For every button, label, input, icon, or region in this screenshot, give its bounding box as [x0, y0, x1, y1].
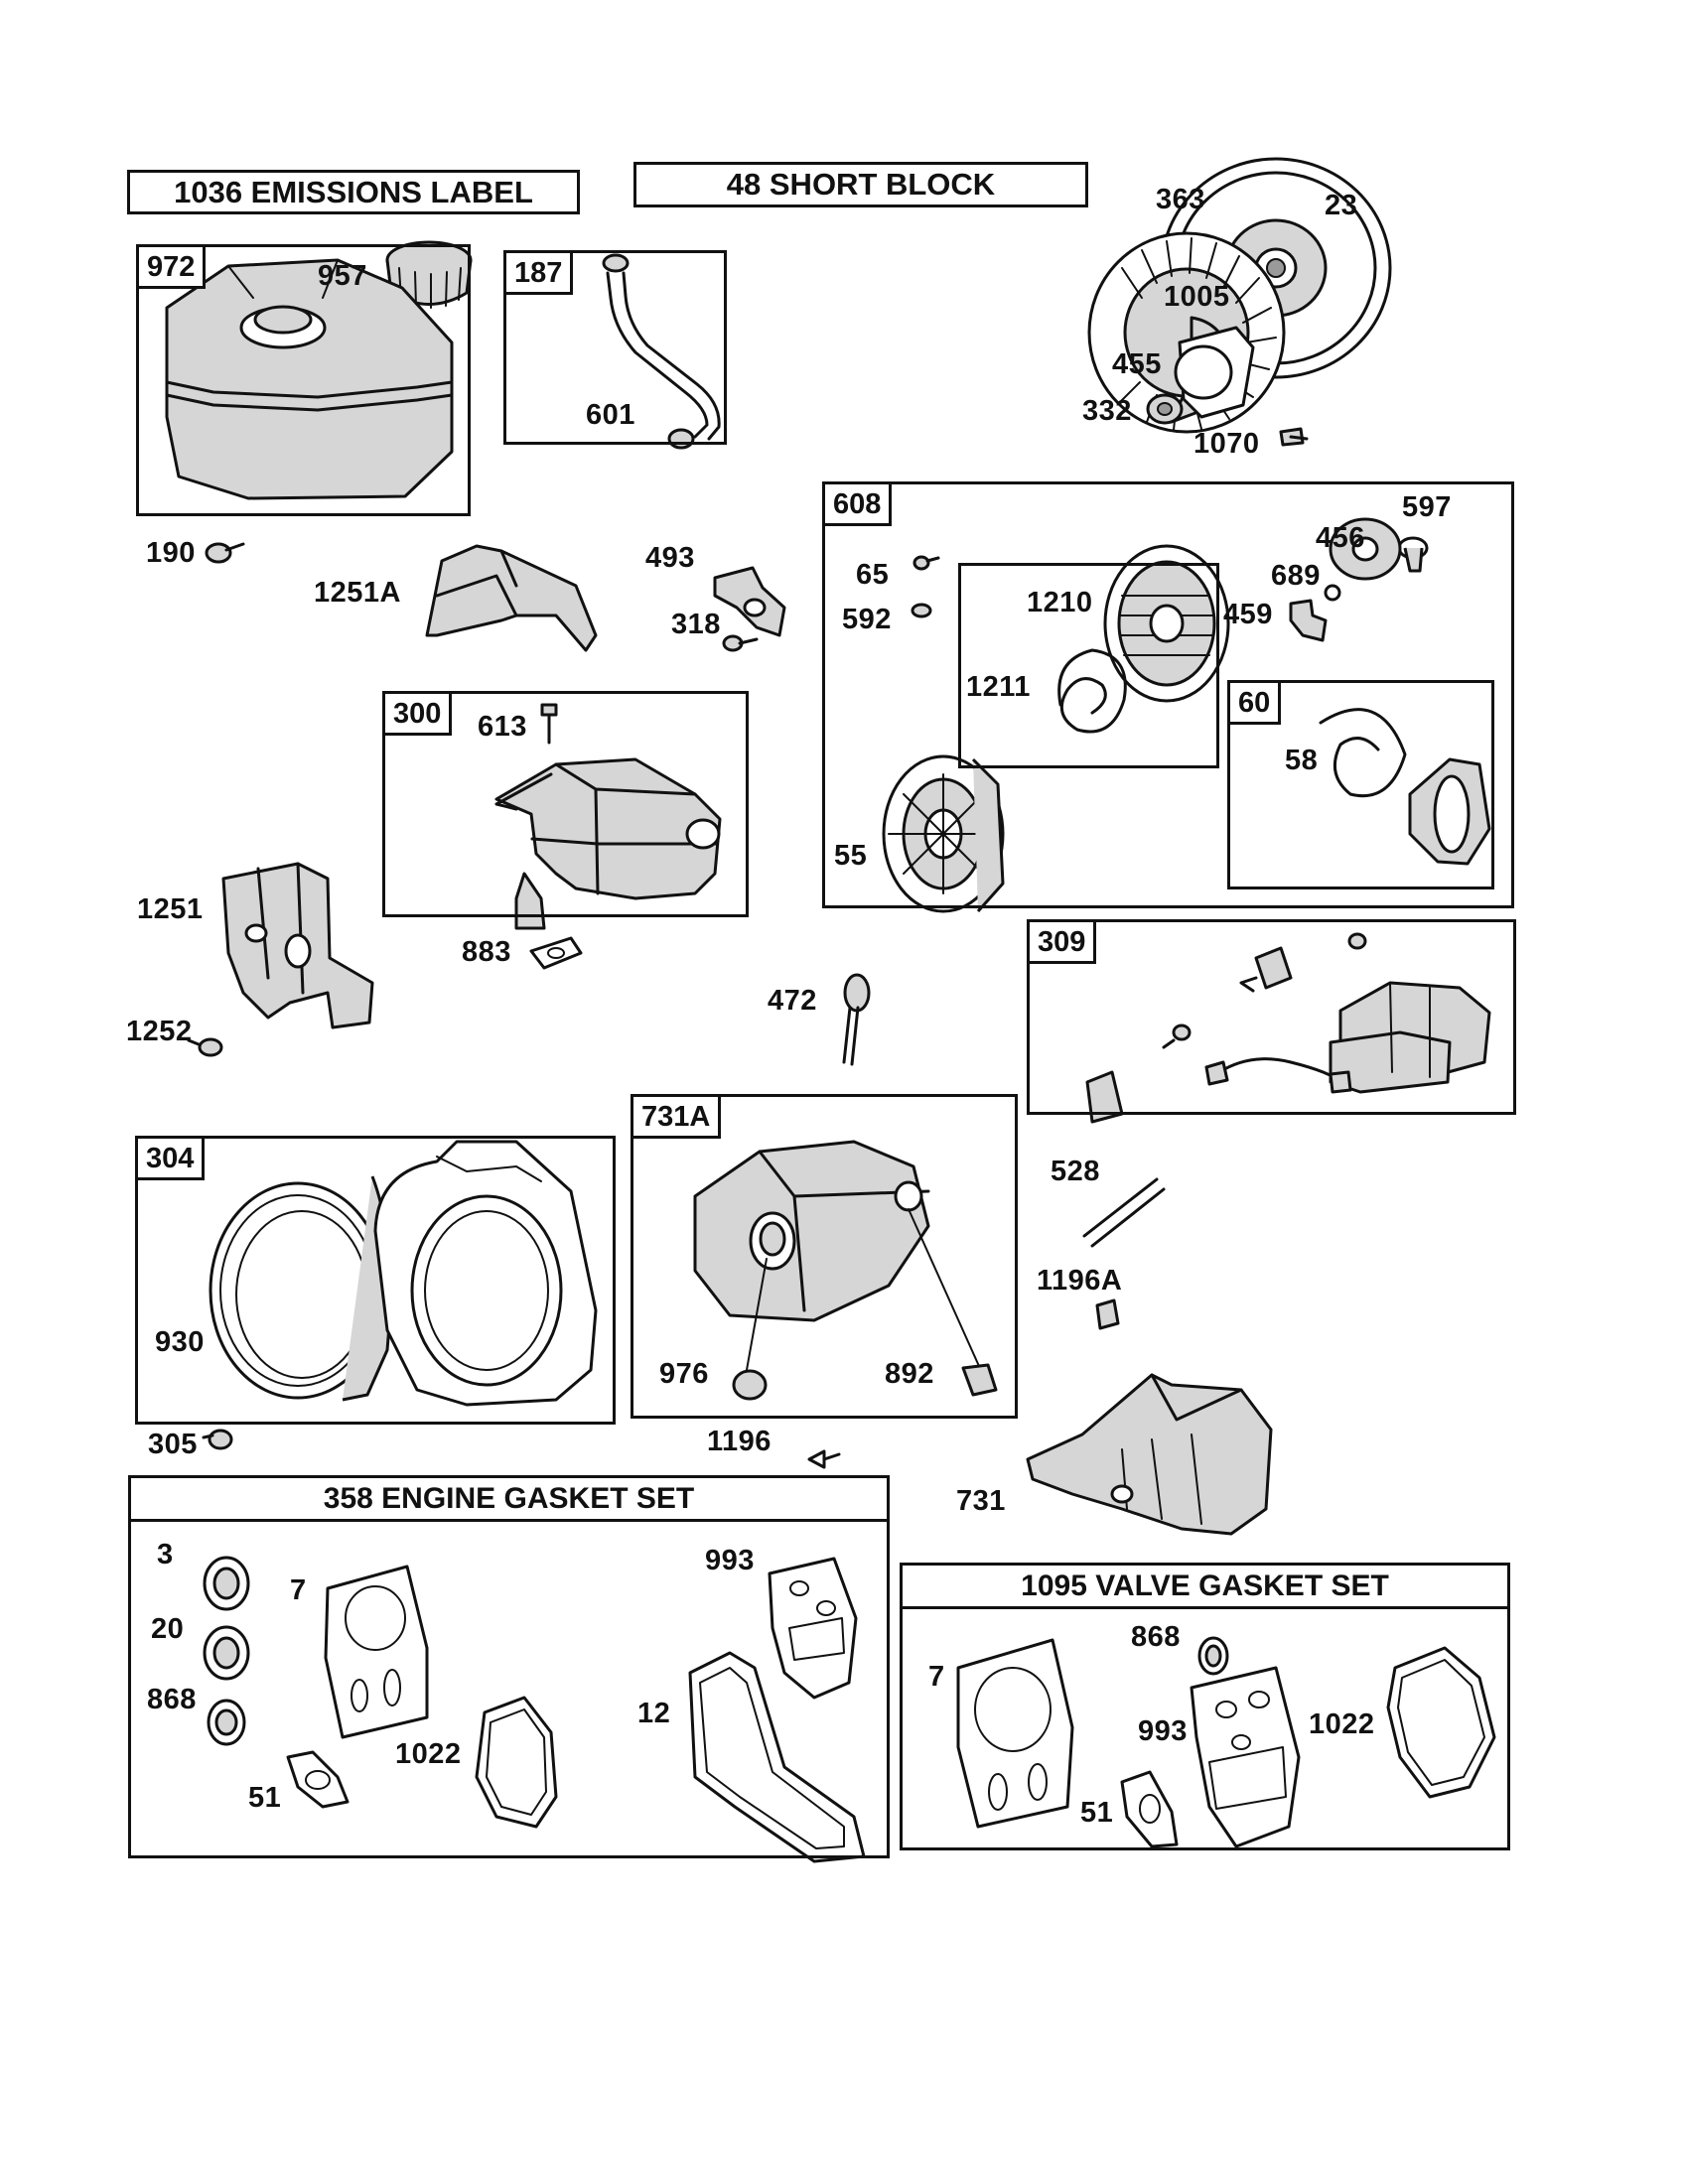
part-label-1251: 1251	[137, 893, 204, 925]
dipstick-472-illustration	[842, 973, 871, 1066]
blower-housing-illustration	[209, 1140, 598, 1407]
misc-parts-illustration	[1026, 1177, 1273, 1536]
air-cleaner-frame: 731A	[631, 1094, 1018, 1419]
part-label-731: 731	[956, 1485, 1006, 1517]
ignition-illustration	[1085, 932, 1491, 1124]
part-label-1005: 1005	[1164, 281, 1230, 313]
ignition-tag: 309	[1030, 922, 1097, 964]
emissions-label-title: 1036 EMISSIONS LABEL	[127, 170, 580, 214]
part-label-363: 363	[1156, 184, 1205, 215]
valve-gasket-items-illustration	[956, 1636, 1496, 1848]
engine-gasket-label-7: 7	[290, 1574, 307, 1606]
short-block-title: 48 SHORT BLOCK	[633, 162, 1088, 207]
breather-tube-frame: 187	[503, 250, 727, 445]
part-label-613: 613	[478, 711, 527, 743]
part-label-1252: 1252	[126, 1016, 193, 1047]
valve-gasket-set-title: 1095 VALVE GASKET SET	[903, 1566, 1507, 1609]
engine-gasket-label-868: 868	[147, 1684, 197, 1715]
part-label-892: 892	[885, 1358, 934, 1390]
spring-kit-tag: 60	[1230, 683, 1282, 725]
muffler-tag: 300	[385, 694, 453, 736]
fuel-tank-frame: 972	[136, 244, 471, 516]
engine-gasket-set-frame: 358 ENGINE GASKET SET	[128, 1475, 890, 1858]
rewind-starter-tag: 608	[825, 484, 893, 526]
part-label-318: 318	[671, 609, 721, 640]
part-label-601: 601	[586, 399, 635, 431]
spring-kit-frame: 60	[1227, 680, 1494, 889]
part-label-1196: 1196	[707, 1426, 772, 1457]
valve-gasket-set-frame: 1095 VALVE GASKET SET	[900, 1563, 1510, 1850]
part-label-883: 883	[462, 936, 511, 968]
engine-gasket-label-12: 12	[637, 1698, 671, 1729]
part-label-58: 58	[1285, 745, 1319, 776]
part-label-930: 930	[155, 1326, 205, 1358]
part-label-1211: 1211	[966, 671, 1031, 703]
air-cleaner-illustration	[693, 1140, 998, 1469]
screw-305-illustration	[202, 1429, 233, 1450]
rewind-starter-frame: 608	[822, 481, 1514, 908]
muffler-illustration	[494, 703, 722, 930]
shield-1251A-illustration	[425, 544, 598, 652]
fuel-tank-tag: 972	[139, 247, 207, 289]
bracket-493-illustration	[713, 566, 786, 652]
ignition-frame: 309	[1027, 919, 1516, 1115]
part-label-689: 689	[1271, 560, 1321, 592]
part-label-332: 332	[1082, 395, 1132, 427]
part-label-190: 190	[146, 537, 196, 569]
engine-gasket-label-3: 3	[157, 1539, 174, 1570]
part-label-1251A: 1251A	[314, 577, 401, 609]
air-cleaner-tag: 731A	[633, 1097, 722, 1139]
muffler-frame: 300	[382, 691, 749, 917]
part-label-976: 976	[659, 1358, 709, 1390]
engine-gasket-items-illustration	[203, 1556, 866, 1863]
valve-gasket-label-868: 868	[1131, 1621, 1181, 1653]
part-label-1070: 1070	[1193, 428, 1260, 460]
valve-gasket-label-1022: 1022	[1309, 1708, 1375, 1740]
part-label-455: 455	[1112, 348, 1162, 380]
blower-housing-frame: 304	[135, 1136, 616, 1425]
part-label-23: 23	[1325, 190, 1358, 221]
engine-gasket-label-51: 51	[248, 1782, 282, 1814]
part-label-1196A: 1196A	[1037, 1265, 1123, 1297]
engine-gasket-label-20: 20	[151, 1613, 185, 1645]
part-label-305: 305	[148, 1429, 198, 1460]
part-label-55: 55	[834, 840, 868, 872]
part-label-1210: 1210	[1027, 587, 1093, 618]
part-label-456: 456	[1316, 522, 1365, 554]
valve-gasket-label-7: 7	[928, 1661, 945, 1693]
valve-gasket-label-51: 51	[1080, 1797, 1114, 1829]
part-label-957: 957	[318, 260, 367, 292]
blower-housing-tag: 304	[138, 1139, 206, 1180]
engine-gasket-label-993: 993	[705, 1545, 755, 1576]
screw-190-illustration	[205, 542, 245, 564]
part-label-528: 528	[1051, 1156, 1100, 1187]
gasket-883-illustration	[529, 936, 583, 970]
part-label-65: 65	[856, 559, 890, 591]
part-label-459: 459	[1223, 599, 1273, 630]
fuel-tank-illustration	[165, 258, 454, 500]
flywheel-group-illustration	[1087, 157, 1392, 447]
part-label-597: 597	[1402, 491, 1452, 523]
part-label-592: 592	[842, 604, 892, 635]
breather-tube-tag: 187	[506, 253, 574, 295]
engine-gasket-label-1022: 1022	[395, 1738, 462, 1770]
valve-gasket-label-993: 993	[1138, 1715, 1188, 1747]
starter-parts-illustration	[882, 517, 1491, 913]
part-label-493: 493	[645, 542, 695, 574]
part-label-472: 472	[768, 985, 817, 1017]
engine-gasket-set-title: 358 ENGINE GASKET SET	[131, 1478, 887, 1522]
deflector-1251-illustration	[187, 862, 374, 1057]
starter-pulley-frame	[958, 563, 1219, 768]
